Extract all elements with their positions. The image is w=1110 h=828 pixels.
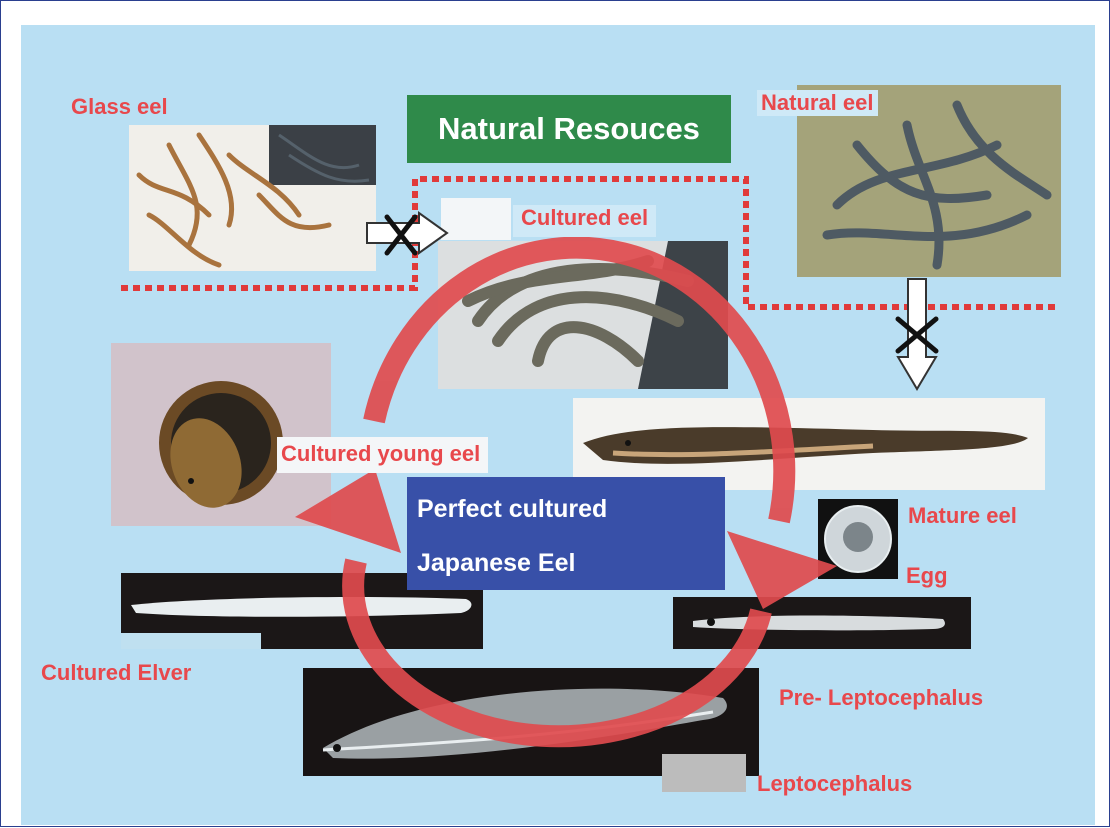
label-cultured-young-eel: Cultured young eel xyxy=(277,437,488,473)
center-line-1: Perfect cultured xyxy=(417,495,607,524)
blocked-arrow-right-icon xyxy=(367,213,447,253)
label-egg: Egg xyxy=(906,563,948,589)
label-cultured-elver: Cultured Elver xyxy=(41,660,191,686)
center-box: Perfect cultured Japanese Eel xyxy=(407,477,725,590)
label-glass-eel: Glass eel xyxy=(71,94,168,120)
blocked-arrow-down-icon xyxy=(898,279,936,389)
label-cultured-eel: Cultured eel xyxy=(513,205,656,237)
label-natural-eel: Natural eel xyxy=(757,90,878,116)
label-mature-eel: Mature eel xyxy=(908,503,1017,529)
label-leptocephalus: Leptocephalus xyxy=(757,771,912,797)
label-pre-leptocephalus: Pre- Leptocephalus xyxy=(779,685,983,711)
center-line-2: Japanese Eel xyxy=(417,549,575,578)
